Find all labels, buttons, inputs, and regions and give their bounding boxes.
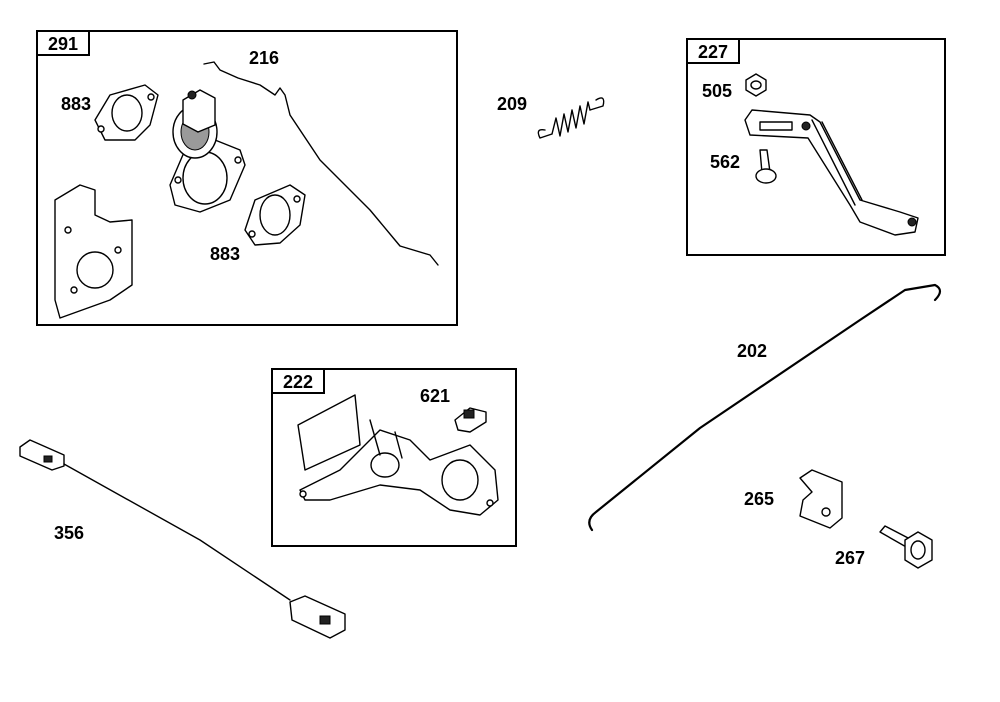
rod-202-part — [588, 283, 942, 532]
block-265-part — [799, 469, 843, 529]
kit-222-number: 222 — [283, 372, 313, 392]
kit-227-number: 227 — [698, 42, 728, 62]
label-562: 562 — [710, 152, 740, 172]
kit-222-tab — [271, 368, 325, 394]
kit-291-tab — [36, 30, 90, 56]
clip-621-part — [454, 407, 487, 433]
kit-227-tab — [686, 38, 740, 64]
bracket-plate-part — [54, 184, 133, 319]
link-wire-216 — [203, 61, 439, 266]
nut-505-part — [745, 73, 767, 97]
kit-222-group: 222 — [271, 368, 517, 547]
label-209: 209 — [497, 94, 527, 114]
label-216: 216 — [249, 48, 279, 68]
kit-227-box — [686, 38, 946, 256]
gasket-883-left — [94, 84, 159, 141]
label-265: 265 — [744, 489, 774, 509]
choke-assembly-part — [169, 89, 246, 213]
harness-356-part — [19, 439, 346, 639]
kit-227-group: 227 — [686, 38, 946, 256]
kit-291-box — [36, 30, 458, 326]
label-621: 621 — [420, 386, 450, 406]
spring-209-part — [537, 97, 605, 139]
label-883-left: 883 — [61, 94, 91, 114]
label-267: 267 — [835, 548, 865, 568]
bolt-267-part — [879, 525, 933, 569]
kit-291-number: 291 — [48, 34, 78, 54]
kit-222-box — [271, 368, 517, 547]
bolt-562-part — [755, 149, 777, 184]
label-505: 505 — [702, 81, 732, 101]
gasket-883-right — [244, 184, 306, 246]
label-883-right: 883 — [210, 244, 240, 264]
label-202: 202 — [737, 341, 767, 361]
kit-291-group: 291 — [36, 30, 458, 326]
governor-control-part — [297, 394, 499, 516]
control-lever-part — [744, 109, 919, 236]
label-356: 356 — [54, 523, 84, 543]
